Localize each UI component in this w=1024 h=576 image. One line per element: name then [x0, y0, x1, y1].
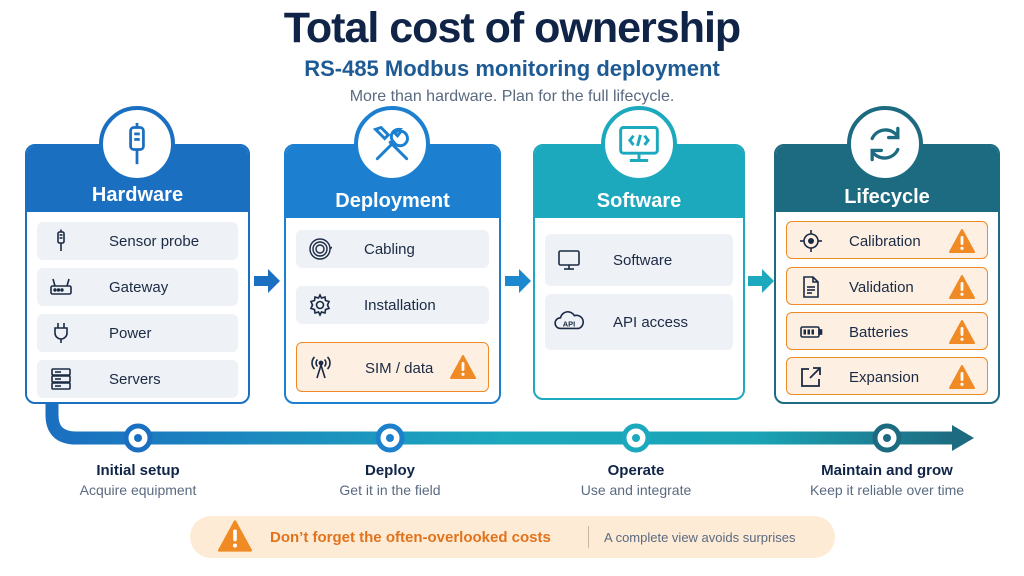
list-item-software: Software	[545, 234, 733, 286]
warning-icon	[949, 229, 975, 253]
lifecycle-badge	[847, 106, 923, 182]
router-icon	[50, 278, 72, 295]
item-label: Cabling	[364, 241, 415, 258]
banner-subtext: A complete view avoids surprises	[604, 530, 796, 545]
stage-title: Maintain and grow	[821, 462, 953, 479]
software-badge	[601, 106, 677, 182]
stage-title: Initial setup	[96, 462, 180, 479]
item-label: Calibration	[849, 233, 921, 250]
crosshair-icon	[800, 230, 822, 252]
api-cloud-icon: API	[554, 311, 585, 330]
stage-title: Deploy	[364, 462, 415, 479]
deployment-badge	[354, 106, 430, 182]
list-item-power: Power	[37, 314, 238, 352]
item-label: Validation	[849, 279, 914, 296]
list-item-validation: Validation	[786, 267, 988, 305]
item-label: Expansion	[849, 369, 920, 386]
item-label: API access	[613, 314, 689, 331]
stage-description: Keep it reliable over time	[809, 482, 965, 498]
item-label: Software	[613, 252, 673, 269]
list-item-installation: Installation	[296, 286, 489, 324]
list-item-batteries: Batteries	[786, 312, 988, 350]
lifecycle-card: Lifecycle Calibration Validation Batteri…	[774, 106, 1000, 404]
stage-title: Operate	[607, 462, 665, 479]
sensor-probe-icon	[57, 229, 65, 251]
item-label: Installation	[364, 297, 436, 314]
page-tagline: More than hardware. Plan for the full li…	[349, 88, 675, 105]
list-item-calibration: Calibration	[786, 221, 988, 259]
server-icon	[51, 368, 71, 390]
sensor-probe-icon	[129, 122, 145, 165]
deployment-card-title: Deployment	[335, 190, 450, 212]
list-item-servers: Servers	[37, 360, 238, 398]
item-label: Power	[109, 325, 152, 342]
banner-message: Don’t forget the often-overlooked costs	[270, 529, 551, 546]
refresh-icon	[870, 126, 900, 162]
list-item-gateway: Gateway	[37, 268, 238, 306]
code-monitor-icon	[619, 126, 659, 162]
warning-icon	[949, 320, 975, 344]
software-card-title: Software	[596, 190, 682, 212]
arrow-right-icon	[748, 269, 774, 293]
antenna-icon	[311, 356, 331, 379]
timeline-node-maintain	[872, 423, 902, 453]
stage-description: Acquire equipment	[79, 482, 197, 498]
page-title: Total cost of ownership	[283, 4, 741, 52]
expand-icon	[801, 367, 821, 387]
tools-icon	[372, 125, 409, 161]
page-subtitle: RS-485 Modbus monitoring deployment	[304, 56, 720, 81]
warning-icon	[218, 520, 252, 552]
battery-icon	[800, 326, 823, 338]
item-label: SIM / data	[365, 360, 434, 377]
overlooked-costs-banner: Don’t forget the often-overlooked costs …	[190, 516, 835, 558]
document-icon	[803, 276, 819, 298]
item-label: Gateway	[109, 279, 169, 296]
item-label: Batteries	[849, 324, 909, 341]
hardware-card-title: Hardware	[91, 184, 184, 206]
lifecycle-card-title: Lifecycle	[844, 186, 930, 208]
power-plug-icon	[54, 323, 68, 343]
arrow-right-icon	[254, 269, 280, 293]
timeline-node-initial-setup	[123, 423, 153, 453]
hardware-badge	[99, 106, 175, 182]
item-label: Servers	[109, 371, 161, 388]
timeline-node-deploy	[375, 423, 405, 453]
hardware-card: Hardware Sensor probe Gateway Power Serv…	[25, 106, 250, 404]
banner-divider	[588, 526, 589, 548]
arrow-right-icon	[505, 269, 531, 293]
monitor-icon	[558, 250, 580, 270]
list-item-cabling: Cabling	[296, 230, 489, 268]
deployment-card: Deployment Cabling Installation SIM / da…	[284, 106, 501, 404]
gear-icon	[309, 293, 331, 317]
list-item-api-access: API API access	[545, 294, 733, 350]
stage-description: Get it in the field	[339, 482, 441, 498]
warning-icon	[949, 365, 975, 389]
cable-coil-icon	[309, 238, 332, 260]
list-item-sensor-probe: Sensor probe	[37, 222, 238, 260]
svg-text:API: API	[563, 319, 575, 328]
warning-icon	[949, 275, 975, 299]
warning-icon	[450, 355, 476, 379]
software-card: Software Software API API access	[533, 106, 745, 400]
timeline-node-operate	[621, 423, 651, 453]
list-item-expansion: Expansion	[786, 357, 988, 395]
stage-description: Use and integrate	[580, 482, 692, 498]
list-item-sim-data: SIM / data	[296, 342, 489, 392]
item-label: Sensor probe	[109, 233, 200, 250]
